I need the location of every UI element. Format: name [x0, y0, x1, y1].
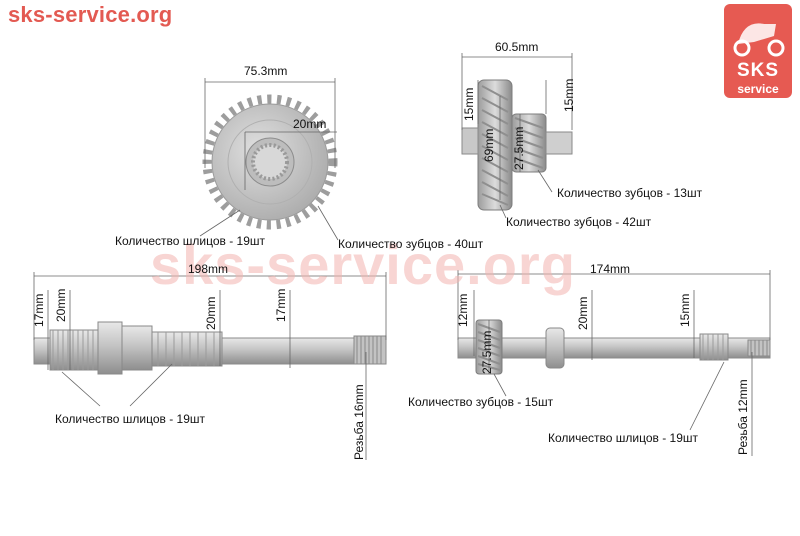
double-gear-small-diameter: 27.5mm: [512, 126, 526, 170]
scooter-icon: [733, 23, 785, 57]
double-gear-width-dimension: 60.5mm: [495, 40, 539, 54]
double-gear-left-dimension: 15mm: [462, 87, 476, 121]
double-gear-right-dimension: 15mm: [562, 78, 576, 112]
gear-inner-dimension: 20mm: [293, 117, 327, 131]
left-shaft-length: 198mm: [188, 262, 229, 276]
dimension-lines: [33, 53, 771, 460]
left-shaft-dia-4: 17mm: [274, 288, 288, 322]
watermark-center: sks-service.org: [150, 233, 576, 296]
logo-text-service: service: [737, 82, 779, 96]
sks-logo: SKS service: [724, 4, 792, 98]
left-shaft-thread: Резьба 16mm: [352, 384, 366, 460]
double-gear: [461, 79, 573, 211]
right-shaft-length: 174mm: [590, 262, 631, 276]
right-shaft-thread: Резьба 12mm: [736, 379, 750, 455]
left-shaft: [33, 321, 387, 375]
double-gear-large-teeth-label: Количество зубцов - 42шт: [506, 215, 652, 229]
right-shaft-teeth-label: Количество зубцов - 15шт: [408, 395, 554, 409]
right-shaft-splines-label: Количество шлицов - 19шт: [548, 431, 699, 445]
right-shaft-dia-4: 15mm: [678, 293, 692, 327]
left-shaft-dia-1: 17mm: [32, 293, 46, 327]
gear-teeth-label: Количество зубцов - 40шт: [338, 237, 484, 251]
logo-text-sks: SKS: [736, 60, 780, 81]
double-gear-large-diameter: 69mm: [482, 128, 496, 162]
gear-splines-label: Количество шлицов - 19шт: [115, 234, 266, 248]
gear-outer-dimension: 75.3mm: [244, 64, 288, 78]
double-gear-small-teeth-label: Количество зубцов - 13шт: [557, 186, 703, 200]
right-shaft-dia-2: 27.5mm: [480, 330, 494, 374]
left-shaft-dia-3: 20mm: [204, 296, 218, 330]
right-shaft-dia-1: 12mm: [456, 293, 470, 327]
right-shaft-dia-3: 20mm: [576, 296, 590, 330]
left-shaft-splines-label: Количество шлицов - 19шт: [55, 412, 206, 426]
right-shaft: [457, 319, 771, 375]
left-shaft-dia-2: 20mm: [54, 288, 68, 322]
watermark-top: sks-service.org: [8, 2, 173, 27]
large-gear: [202, 94, 338, 230]
